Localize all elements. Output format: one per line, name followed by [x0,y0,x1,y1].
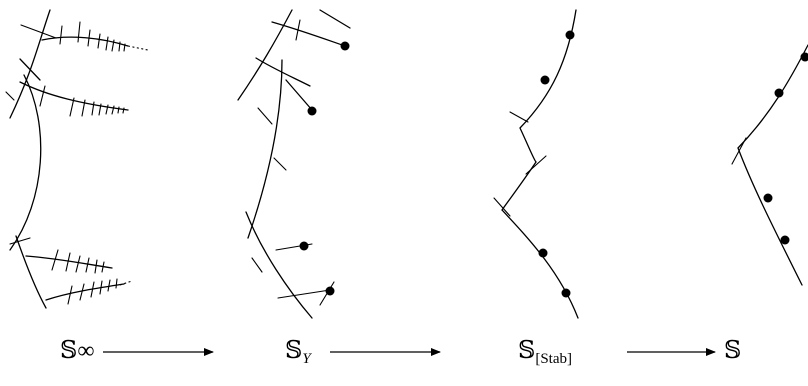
label-s-infinity: 𝕊∞ [60,339,94,363]
panel-s [732,45,808,285]
label-s: 𝕊 [724,339,741,363]
label-s-stab: 𝕊[Stab] [518,339,572,367]
panel-s-infinity [6,10,148,308]
panel-s-stab [494,10,578,318]
panel-s-y [238,10,350,318]
label-s-y: 𝕊Y [285,339,311,367]
